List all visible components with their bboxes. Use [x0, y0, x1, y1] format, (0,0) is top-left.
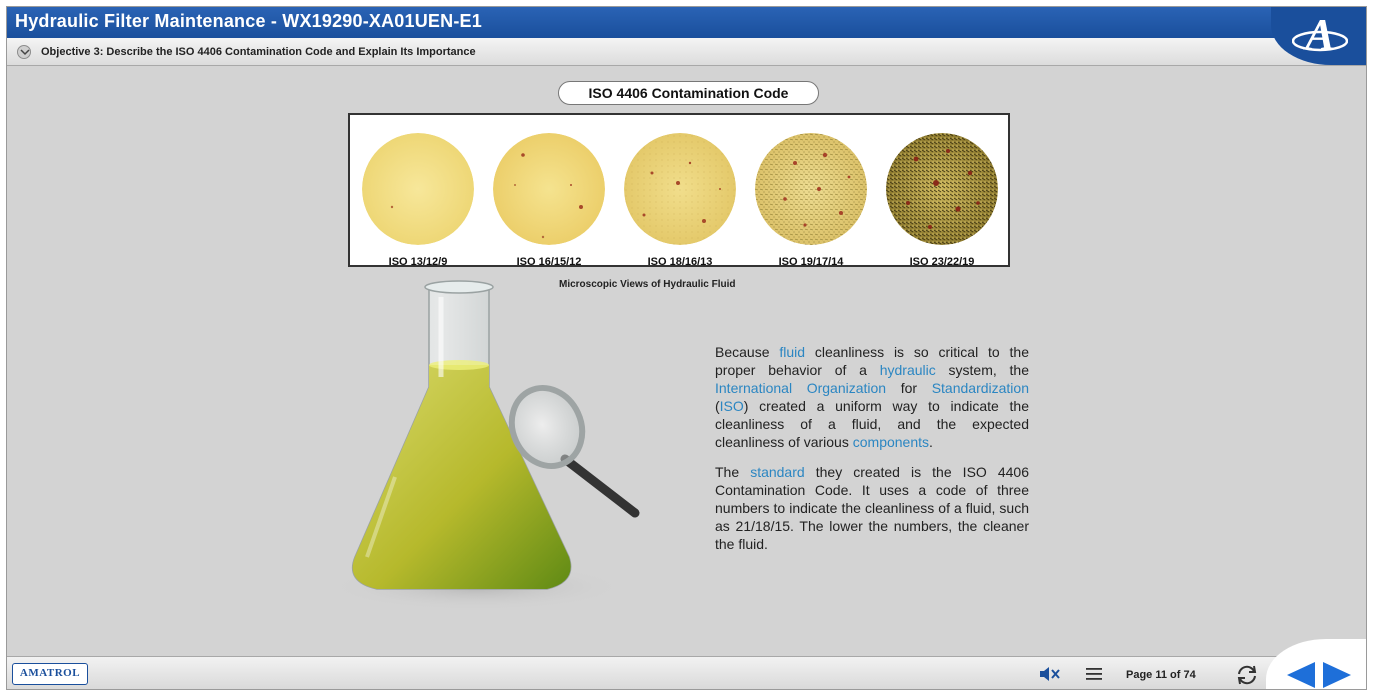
microscope-sample-image [493, 133, 605, 245]
microscope-sample-image [362, 133, 474, 245]
app-frame: Hydraulic Filter Maintenance - WX19290-X… [6, 6, 1367, 690]
sample-item: ISO 18/16/13 [624, 133, 736, 268]
link-hydraulic[interactable]: hydraulic [879, 362, 936, 378]
prev-arrow-icon[interactable] [1285, 660, 1317, 690]
link-international-organization[interactable]: International Organization [715, 380, 887, 396]
sample-label: ISO 23/22/19 [909, 256, 975, 268]
content-heading: ISO 4406 Contamination Code [558, 81, 819, 105]
link-standard[interactable]: standard [750, 464, 805, 480]
microscope-sample-image [755, 133, 867, 245]
amatrol-logo: AMATROL [12, 663, 88, 685]
link-fluid[interactable]: fluid [779, 344, 806, 360]
amatrol-a-logo-icon: A [1292, 11, 1348, 57]
body-text: Because fluid cleanliness is so critical… [715, 343, 1029, 565]
sample-item: ISO 16/15/12 [493, 133, 605, 268]
sample-label: ISO 19/17/14 [778, 256, 844, 268]
samples-caption: Microscopic Views of Hydraulic Fluid [559, 279, 736, 290]
title-bar: Hydraulic Filter Maintenance - WX19290-X… [7, 7, 1366, 38]
link-components[interactable]: components [852, 434, 930, 450]
objective-bar[interactable]: Objective 3: Describe the ISO 4406 Conta… [7, 38, 1366, 66]
sample-item: ISO 13/12/9 [362, 133, 474, 268]
objective-text: Objective 3: Describe the ISO 4406 Conta… [41, 46, 476, 58]
link-iso[interactable]: ISO [719, 398, 744, 414]
mute-icon[interactable] [1039, 666, 1061, 682]
menu-icon[interactable] [1085, 666, 1103, 682]
svg-text:A: A [1302, 11, 1334, 57]
microscope-sample-image [886, 133, 998, 245]
sample-item: ISO 19/17/14 [755, 133, 867, 268]
microscope-sample-image [624, 133, 736, 245]
paragraph-2: The standard they created is the ISO 440… [715, 464, 1029, 552]
sample-label: ISO 16/15/12 [516, 256, 582, 268]
refresh-icon[interactable] [1235, 664, 1259, 686]
sample-item: ISO 23/22/19 [886, 133, 998, 268]
link-standardization[interactable]: Standardization [931, 380, 1029, 396]
sample-label: ISO 18/16/13 [647, 256, 713, 268]
window-title: Hydraulic Filter Maintenance - WX19290-X… [15, 11, 482, 31]
flask-with-magnifier-image [327, 280, 640, 611]
page-indicator: Page 11 of 74 [1126, 669, 1196, 681]
next-arrow-icon[interactable] [1321, 660, 1353, 690]
paragraph-1: Because fluid cleanliness is so critical… [715, 344, 1029, 450]
chevron-down-icon[interactable] [17, 45, 31, 59]
samples-panel: ISO 13/12/9 ISO 16/15/12 [348, 113, 1010, 268]
bottom-toolbar: AMATROL Page 11 of 74 [7, 639, 1366, 690]
sample-label: ISO 13/12/9 [388, 256, 448, 268]
